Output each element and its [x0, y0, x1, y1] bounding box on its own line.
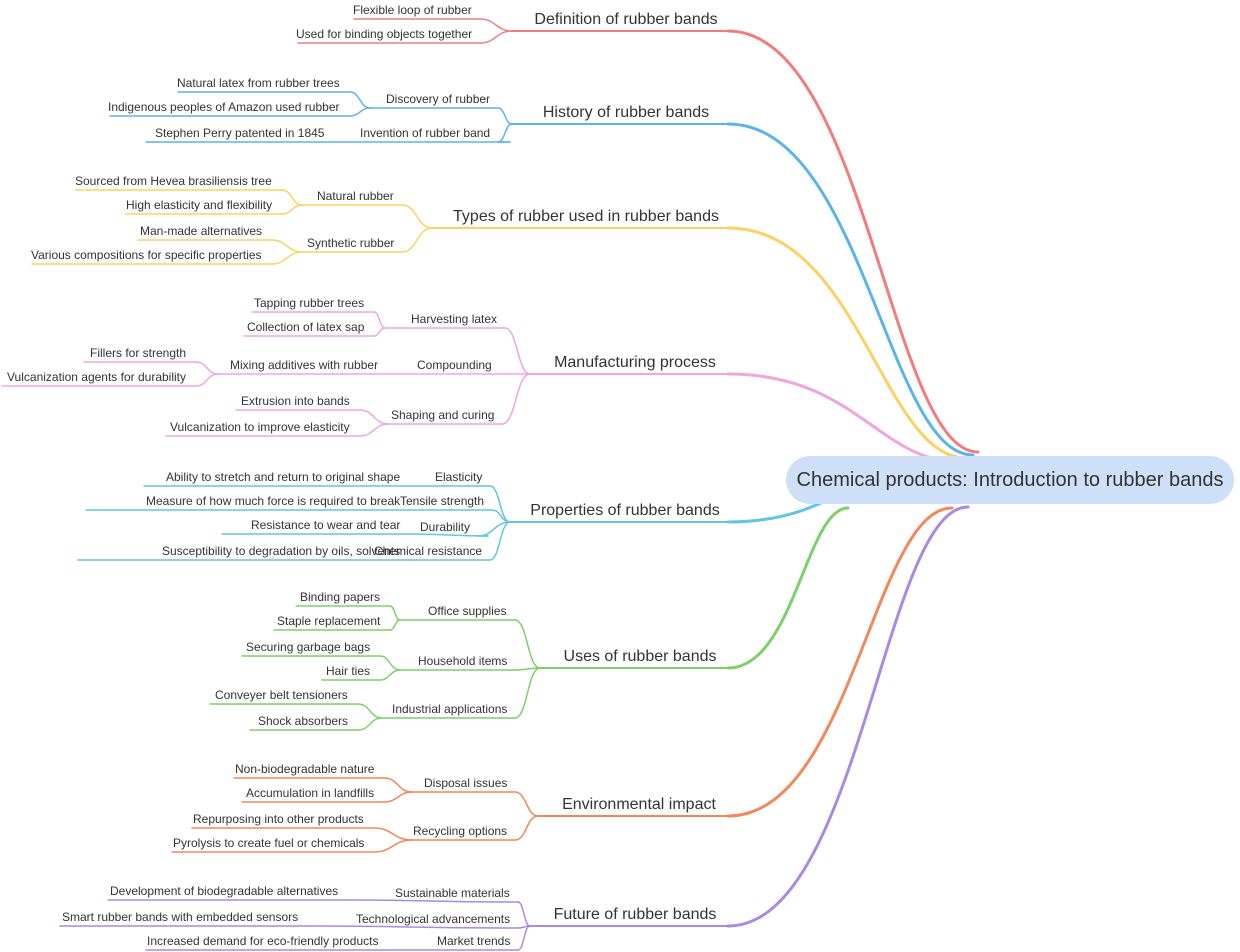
sub-topic[interactable]: Durability — [420, 520, 471, 534]
sub-topic[interactable]: Sustainable materials — [395, 886, 510, 900]
sub-topic[interactable]: Invention of rubber band — [360, 126, 491, 140]
leaf-topic[interactable]: Various compositions for specific proper… — [31, 248, 262, 262]
leaf-topic[interactable]: Resistance to wear and tear — [251, 518, 401, 532]
leaf-connector — [409, 533, 489, 537]
leaf-topic[interactable]: Staple replacement — [277, 614, 381, 628]
root-connector — [726, 29, 980, 454]
sub-topic[interactable]: Compounding — [417, 358, 492, 372]
sub-topic[interactable]: Disposal issues — [424, 776, 508, 790]
leaf-topic[interactable]: Natural latex from rubber trees — [177, 76, 340, 90]
leaf-connector — [271, 251, 303, 265]
leaf-topic[interactable]: Securing garbage bags — [246, 640, 371, 654]
branch-topic[interactable]: Environmental impact — [562, 796, 716, 813]
sub-connector — [514, 815, 539, 841]
leaf-connector — [389, 619, 401, 631]
root-connector — [726, 226, 968, 460]
root-topic[interactable]: Chemical products: Introduction to rubbe… — [786, 456, 1234, 504]
sub-topic[interactable]: Industrial applications — [392, 702, 508, 716]
leaf-connector — [383, 791, 413, 803]
leaf-topic[interactable]: Susceptibility to degradation by oils, s… — [162, 544, 401, 558]
sub-topic[interactable]: Used for binding objects together — [296, 27, 473, 41]
leaf-topic[interactable]: Non-biodegradable nature — [235, 762, 375, 776]
leaf-topic[interactable]: Repurposing into other products — [193, 812, 364, 826]
sub-topic[interactable]: Elasticity — [435, 470, 483, 484]
sub-topic[interactable]: Harvesting latex — [411, 312, 498, 326]
leaf-topic[interactable]: Extrusion into bands — [241, 394, 350, 408]
leaf-topic[interactable]: Shock absorbers — [258, 714, 349, 728]
leaf-topic[interactable]: Binding papers — [300, 590, 381, 604]
leaf-topic[interactable]: Accumulation in landfills — [246, 786, 375, 800]
sub-connector — [514, 791, 539, 817]
leaf-topic[interactable]: Stephen Perry patented in 1845 — [155, 126, 325, 140]
sub-topic[interactable]: Technological advancements — [356, 912, 511, 926]
sub-connector — [401, 204, 433, 229]
sub-connector — [504, 327, 531, 375]
sub-connector — [517, 925, 531, 951]
branch-topic[interactable]: Uses of rubber bands — [563, 648, 717, 665]
branch-topic[interactable]: History of rubber bands — [542, 104, 710, 121]
leaf-topic[interactable]: Tapping rubber trees — [254, 296, 365, 310]
leaf-topic[interactable]: Collection of latex sap — [247, 320, 365, 334]
sub-topic[interactable]: Mixing additives with rubber — [230, 358, 379, 372]
leaf-connector — [347, 899, 511, 903]
leaf-connector — [349, 107, 371, 117]
leaf-topic[interactable]: Ability to stretch and return to origina… — [166, 470, 401, 484]
leaf-topic[interactable]: Fillers for strength — [90, 346, 187, 360]
leaf-connector — [195, 373, 219, 387]
sub-topic[interactable]: Chemical resistance — [374, 544, 483, 558]
branch-topic[interactable]: Manufacturing process — [554, 354, 716, 371]
branch-topic[interactable]: Future of rubber bands — [553, 906, 717, 923]
branch-topic[interactable]: Definition of rubber bands — [534, 11, 718, 28]
sub-topic[interactable]: Tensile strength — [400, 494, 485, 508]
sub-topic[interactable]: Household items — [418, 654, 508, 668]
sub-topic[interactable]: Office supplies — [428, 604, 507, 618]
sub-connector — [514, 667, 541, 719]
sub-topic[interactable]: Natural rubber — [317, 189, 394, 203]
branch-topic[interactable]: Types of rubber used in rubber bands — [453, 208, 719, 225]
leaf-connector — [379, 669, 401, 681]
leaf-topic[interactable]: Development of biodegradable alternative… — [110, 884, 339, 898]
leaf-connector — [357, 717, 383, 731]
leaf-topic[interactable]: Increased demand for eco-friendly produc… — [147, 934, 379, 948]
root-connector — [726, 506, 954, 818]
sub-topic[interactable]: Recycling options — [413, 824, 508, 838]
sub-connector — [401, 227, 433, 253]
leaf-topic[interactable]: Vulcanization to improve elasticity — [170, 420, 350, 434]
branch-topic[interactable]: Properties of rubber bands — [530, 502, 720, 519]
root-connector — [726, 506, 850, 670]
sub-connector — [501, 373, 531, 425]
leaf-connector — [281, 204, 303, 215]
leaf-topic[interactable]: Measure of how much force is required to… — [146, 494, 401, 508]
leaf-topic[interactable]: Pyrolysis to create fuel or chemicals — [173, 836, 365, 850]
leaf-topic[interactable]: Hair ties — [326, 664, 371, 678]
leaf-topic[interactable]: Man-made alternatives — [140, 224, 263, 238]
root-connector — [726, 505, 970, 928]
leaf-connector — [373, 839, 413, 853]
sub-connector — [514, 619, 541, 669]
leaf-topic[interactable]: Indigenous peoples of Amazon used rubber — [108, 100, 340, 114]
sub-topic[interactable]: Market trends — [437, 934, 511, 948]
leaf-topic[interactable]: Sourced from Hevea brasiliensis tree — [75, 174, 272, 188]
sub-topic[interactable]: Shaping and curing — [391, 408, 495, 422]
leaf-connector — [307, 925, 511, 929]
leaf-topic[interactable]: Conveyer belt tensioners — [215, 688, 348, 702]
sub-topic[interactable]: Flexible loop of rubber — [353, 3, 472, 17]
leaf-connector — [373, 327, 386, 337]
sub-connector — [479, 30, 513, 44]
root-connector — [726, 122, 975, 457]
sub-topic[interactable]: Synthetic rubber — [307, 236, 395, 250]
leaf-topic[interactable]: Smart rubber bands with embedded sensors — [62, 910, 299, 924]
sub-connector — [489, 521, 511, 561]
sub-topic[interactable]: Discovery of rubber — [386, 92, 491, 106]
leaf-topic[interactable]: High elasticity and flexibility — [126, 198, 273, 212]
leaf-topic[interactable]: Vulcanization agents for durability — [7, 370, 186, 384]
leaf-connector — [359, 423, 389, 437]
